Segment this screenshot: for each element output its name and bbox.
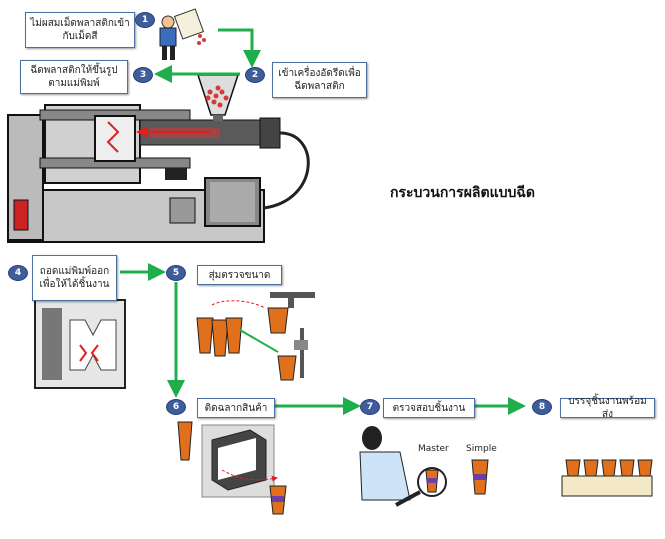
simple-label: Simple — [466, 444, 497, 454]
inspection-figure — [359, 426, 489, 507]
worker-figure — [159, 8, 206, 60]
flow-arrows — [120, 28, 526, 415]
step-3-box: ฉีดพลาสติกให้ขึ้นรูปตามแม่พิมพ์ — [20, 60, 128, 94]
cup-group-measure — [196, 292, 315, 381]
step-6-badge: 6 — [166, 399, 186, 415]
step-6-box: ติดฉลากสินค้า — [197, 398, 275, 418]
mold-image — [34, 299, 126, 389]
label-machine — [177, 421, 287, 515]
step-8-badge: 8 — [532, 399, 552, 415]
step-2-badge: 2 — [245, 67, 265, 83]
step-7-box: ตรวจสอบชิ้นงาน — [383, 398, 475, 418]
step-3-badge: 3 — [133, 67, 153, 83]
diagram-title: กระบวนการผลิตแบบฉีด — [390, 185, 535, 201]
step-1-box: ไม่ผสมเม็ดพลาสติกเข้ากับเม็ดสี — [25, 12, 135, 48]
step-8-box: บรรจุชิ้นงานพร้อมส่ง — [560, 396, 655, 420]
packed-cups — [561, 459, 653, 497]
injection-machine — [7, 74, 310, 243]
step-4-box: ถอดแม่พิมพ์ออกเพื่อให้ได้ชิ้นงาน — [32, 255, 117, 301]
step-2-box: เข้าเครื่องอัดรีดเพื่อฉีดพลาสติก — [272, 62, 367, 98]
step-4-badge: 4 — [8, 265, 28, 281]
step-5-badge: 5 — [166, 265, 186, 281]
master-label: Master — [418, 444, 449, 454]
step-1-badge: 1 — [135, 12, 155, 28]
step-5-box: สุ่มตรวจขนาด — [197, 265, 282, 285]
step-7-badge: 7 — [360, 399, 380, 415]
